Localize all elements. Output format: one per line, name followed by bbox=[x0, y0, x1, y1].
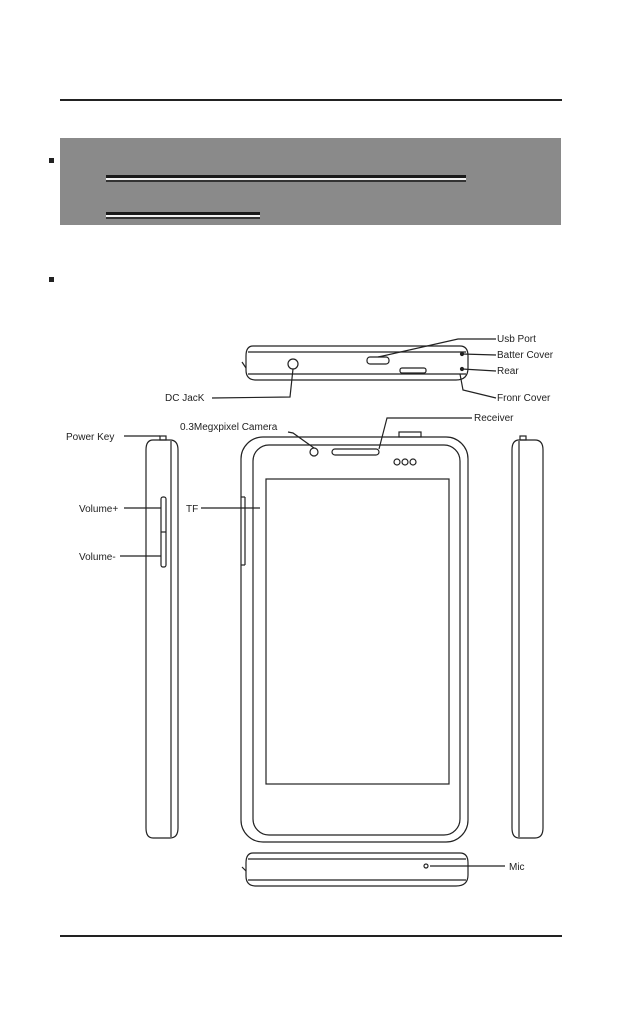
dc-jack-port bbox=[287, 358, 299, 370]
right-side-view bbox=[511, 435, 544, 839]
sensor-3 bbox=[409, 458, 417, 466]
redacted-line-2 bbox=[106, 212, 260, 215]
bullet-2 bbox=[49, 277, 54, 282]
mic-hole bbox=[423, 863, 429, 869]
sensor-2 bbox=[401, 458, 409, 466]
top-view-body bbox=[245, 345, 469, 381]
label-receiver: Receiver bbox=[474, 413, 514, 424]
sensor-1 bbox=[393, 458, 401, 466]
front-body bbox=[240, 436, 469, 843]
header-rule bbox=[60, 99, 562, 101]
label-battery-cover: Batter Cover bbox=[497, 350, 554, 361]
front-view bbox=[201, 417, 472, 843]
label-front-cover: Fronr Cover bbox=[497, 393, 551, 404]
right-side-body bbox=[511, 439, 544, 839]
redacted-line-1 bbox=[106, 175, 466, 178]
bottom-body bbox=[245, 852, 469, 887]
label-volume-minus: Volume- bbox=[79, 552, 116, 563]
front-camera bbox=[309, 447, 319, 457]
label-volume-plus: Volume+ bbox=[79, 504, 118, 515]
usb-port-slot bbox=[366, 356, 390, 365]
label-dc-jack: DC JacK bbox=[165, 393, 205, 404]
label-rear: Rear bbox=[497, 366, 519, 377]
bullet-1 bbox=[49, 158, 54, 163]
label-usb-port: Usb Port bbox=[497, 334, 536, 345]
left-side-view bbox=[120, 435, 179, 839]
receiver-grille bbox=[331, 448, 380, 456]
footer-rule bbox=[60, 935, 562, 937]
label-power-key: Power Key bbox=[66, 432, 114, 443]
label-tf: TF bbox=[186, 504, 198, 515]
top-view bbox=[211, 338, 497, 399]
rear-slot bbox=[399, 367, 427, 374]
label-camera: 0.3Megxpixel Camera bbox=[180, 422, 278, 433]
left-side-body bbox=[145, 439, 179, 839]
bottom-view bbox=[241, 852, 505, 887]
display-area bbox=[265, 478, 450, 785]
label-mic: Mic bbox=[509, 862, 525, 873]
redacted-banner bbox=[60, 138, 561, 225]
